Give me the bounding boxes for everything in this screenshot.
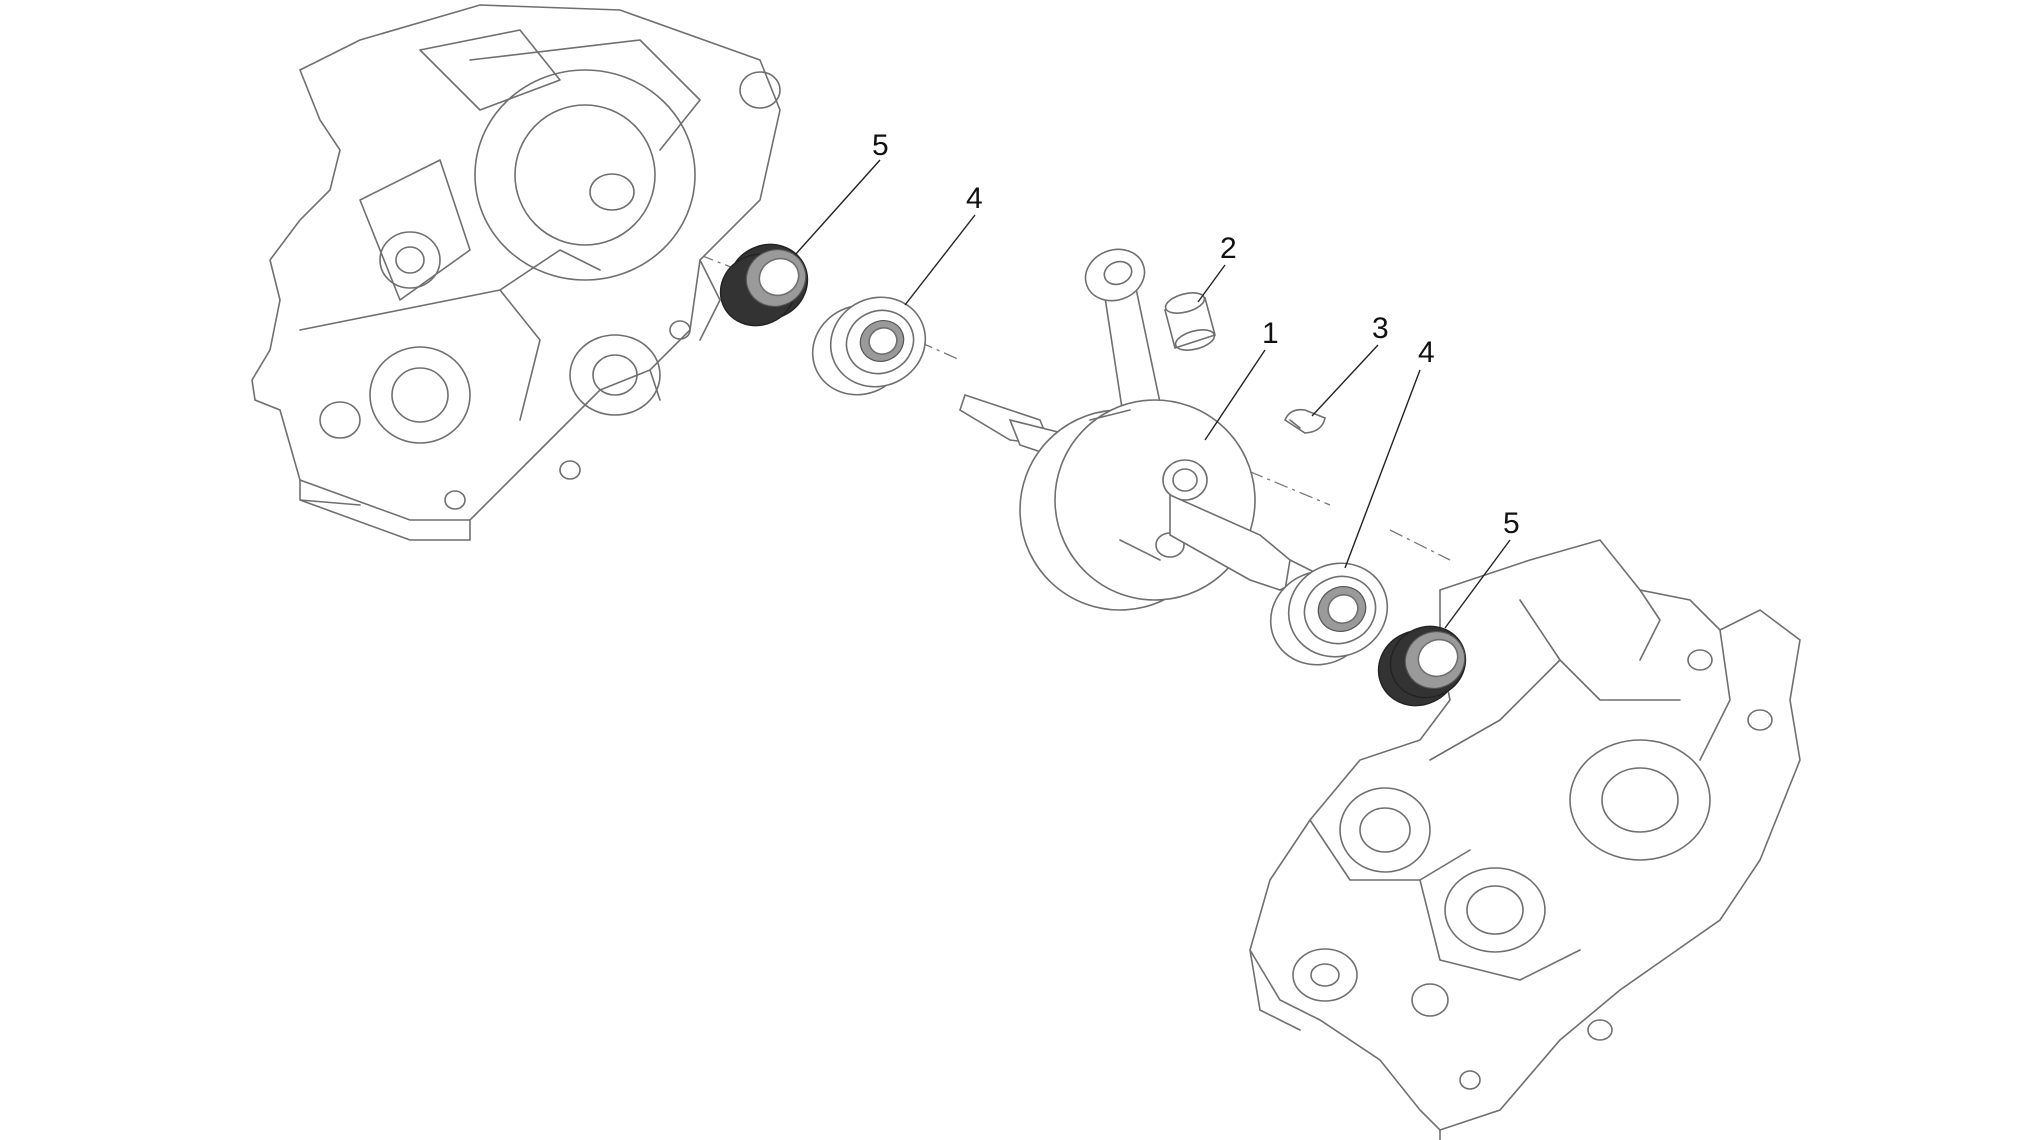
- main-bearing-left: [811, 296, 927, 396]
- main-bearing-right: [1269, 562, 1389, 666]
- crankshaft: [959, 248, 1336, 611]
- callout-label-4-right: 4: [1418, 336, 1435, 369]
- callout-label-1: 1: [1262, 317, 1279, 350]
- oil-seal-left: [719, 243, 809, 327]
- leader-line-4-right: [1344, 369, 1421, 569]
- leader-line-4-left: [904, 214, 976, 306]
- leader-line-2: [1197, 264, 1226, 303]
- callout-label-3: 3: [1372, 312, 1389, 345]
- right-crankcase-half: [1249, 539, 1801, 1140]
- leader-line-5-right: [1444, 539, 1511, 629]
- callout-label-4-left: 4: [966, 182, 983, 215]
- left-crankcase-half: [251, 4, 781, 541]
- leader-line-3: [1311, 344, 1379, 417]
- callout-label-2: 2: [1220, 232, 1237, 265]
- callout-label-5-left: 5: [872, 129, 889, 162]
- leader-line-1: [1204, 349, 1266, 441]
- woodruff-key: [1284, 408, 1326, 434]
- callout-label-5-right: 5: [1503, 507, 1520, 540]
- needle-bearing: [1164, 292, 1216, 351]
- leader-line-5-left: [794, 159, 881, 256]
- oil-seal-right: [1377, 625, 1467, 707]
